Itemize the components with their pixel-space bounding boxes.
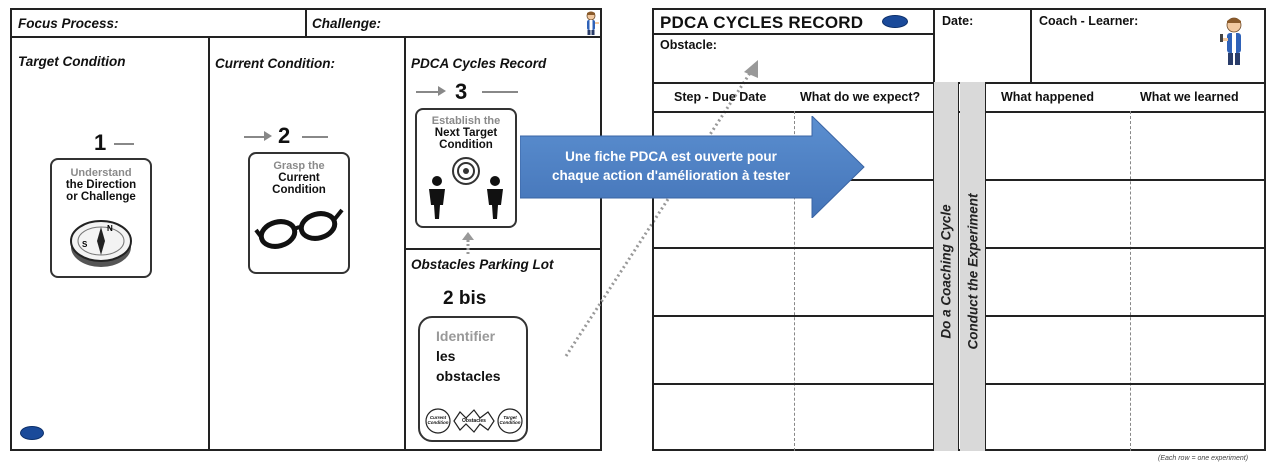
- mini-obstacles: Obstacles: [462, 418, 486, 424]
- establish-next-target-card: Establish the Next Target Condition: [415, 108, 517, 228]
- row-divider-2-right: [986, 247, 1266, 249]
- understand-direction-card: Understand the Direction or Challenge N …: [50, 158, 152, 278]
- obstacles-flow-shapes: [425, 408, 523, 434]
- top-row-split: [305, 10, 307, 36]
- each-row-footnote: (Each row = one experiment): [1158, 455, 1249, 462]
- coaching-cycle-strip: [933, 82, 959, 451]
- step-1-line: [114, 143, 134, 145]
- step-2-line-right: [302, 136, 328, 138]
- what-we-learned-header: What we learned: [1140, 90, 1239, 104]
- step-2-arrowhead-icon: [264, 131, 272, 141]
- svg-text:N: N: [107, 224, 113, 233]
- date-left-divider: [933, 10, 935, 82]
- left-inner-dashed-divider: [794, 111, 795, 451]
- mini-current-condition: Current Condition: [427, 415, 449, 425]
- row-divider-3-left: [654, 315, 933, 317]
- pdca-cycles-record-form: PDCA CYCLES RECORD Obstacle: Date: Coach…: [652, 8, 1266, 451]
- card3-line1: Establish the: [431, 115, 501, 127]
- callout-text: Une fiche PDCA est ouverte pour chaque a…: [526, 147, 816, 185]
- grasp-current-condition-card: Grasp the Current Condition: [248, 152, 350, 274]
- right-inner-dashed-divider: [1130, 111, 1131, 451]
- coach-left-divider: [1030, 10, 1032, 82]
- top-row-divider: [12, 36, 602, 38]
- card3-line2: Next Target: [434, 127, 498, 139]
- compass-icon: N S: [70, 220, 132, 267]
- dotted-up-arrow-icon: [462, 232, 474, 254]
- card2-line1: Grasp the: [273, 160, 325, 172]
- dotted-connector-arrow: [564, 60, 758, 357]
- row-divider-1-right: [986, 179, 1266, 181]
- current-condition-heading: Current Condition:: [215, 56, 335, 71]
- challenge-label: Challenge:: [312, 16, 382, 31]
- callout-line-1: Une fiche PDCA est ouverte pour: [565, 149, 777, 164]
- company-logo-icon: [20, 426, 44, 440]
- focus-process-label: Focus Process:: [18, 16, 119, 31]
- target-condition-heading: Target Condition: [18, 54, 126, 69]
- target-people-icon: [429, 157, 503, 219]
- step-3-number: 3: [455, 79, 468, 104]
- identify-obstacles-card: Identifier les obstacles Current Conditi…: [418, 316, 528, 442]
- step-due-date-header: Step - Due Date: [674, 90, 767, 104]
- coach-figure-icon: [586, 11, 599, 35]
- what-do-we-expect-header: What do we expect?: [800, 90, 921, 104]
- obstacle-label: Obstacle:: [660, 38, 717, 52]
- step-2-bis-number: 2 bis: [443, 288, 487, 309]
- callout-arrow-shape: [520, 116, 865, 218]
- mini-target-condition: Target Condition: [499, 415, 521, 425]
- card2-line3: Condition: [272, 184, 326, 196]
- pdca-parking-divider: [404, 248, 602, 250]
- card4-line2: les: [436, 348, 456, 364]
- step-3-arrowhead-icon: [438, 86, 446, 96]
- what-happened-header: What happened: [1001, 90, 1095, 104]
- column-divider-2: [404, 36, 406, 451]
- card2-line2: Current: [278, 172, 320, 184]
- obstacles-mini-flow: Current Condition Obstacles Target Condi…: [424, 406, 524, 436]
- step-1-number: 1: [94, 130, 107, 155]
- step-3-arrow-left: [416, 91, 442, 93]
- pdca-cycles-record-heading: PDCA Cycles Record: [411, 56, 547, 71]
- card4-line3: obstacles: [436, 368, 501, 384]
- do-coaching-cycle-text: Do a Coaching Cycle: [938, 204, 954, 339]
- row-divider-3-right: [986, 315, 1266, 317]
- row-divider-4-left: [654, 383, 933, 385]
- improvement-kata-storyboard: Focus Process: Challenge: Target Conditi…: [10, 8, 602, 451]
- svg-text:S: S: [82, 240, 88, 249]
- title-divider: [654, 33, 934, 35]
- card1-line2: the Direction: [65, 179, 137, 191]
- card1-line3: or Challenge: [66, 191, 136, 203]
- row-divider-4-right: [986, 383, 1266, 385]
- callout-line-2: chaque action d'amélioration à tester: [551, 168, 791, 183]
- coach-learner-figure-icon: [1220, 17, 1242, 65]
- card1-line1: Understand: [70, 167, 132, 179]
- step-2-number: 2: [278, 123, 291, 148]
- date-label: Date:: [942, 14, 974, 28]
- obstacles-parking-lot-heading: Obstacles Parking Lot: [411, 257, 554, 272]
- experiment-strip: [960, 82, 986, 451]
- step-3-line-right: [482, 91, 518, 93]
- row-divider-2-left: [654, 247, 933, 249]
- form-logo-icon: [882, 15, 908, 28]
- glasses-icon: [254, 208, 344, 249]
- conduct-experiment-text: Conduct the Experiment: [965, 193, 981, 350]
- pdca-form-title: PDCA CYCLES RECORD: [660, 13, 864, 32]
- coach-learner-label: Coach - Learner:: [1039, 14, 1139, 28]
- card4-line1: Identifier: [436, 328, 496, 344]
- column-divider-1: [208, 36, 210, 451]
- card3-line3: Condition: [439, 139, 493, 151]
- step-2-arrow-left: [244, 136, 268, 138]
